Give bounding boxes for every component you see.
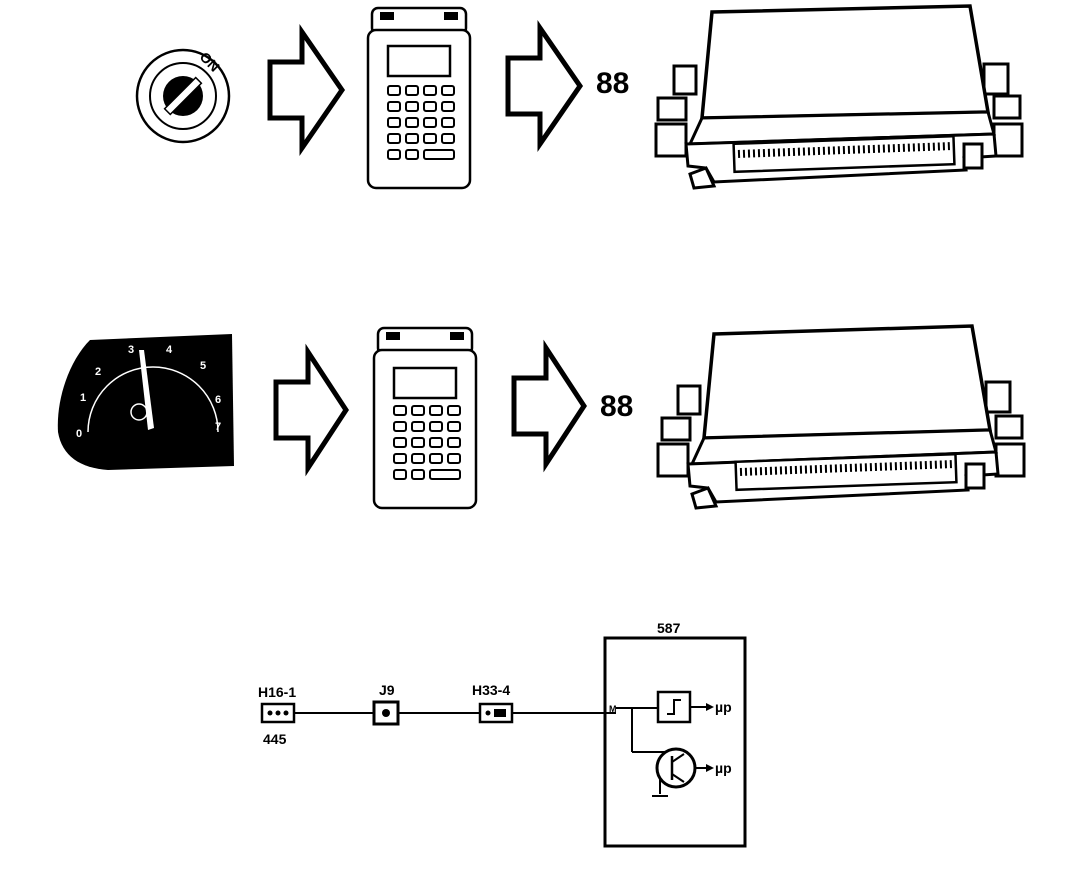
gauge-tick-5: 5 xyxy=(200,360,206,372)
microprocessor-label-2: µp xyxy=(715,760,732,776)
module-587-box xyxy=(603,636,747,848)
arrow-right-icon xyxy=(273,343,349,477)
gauge-tick-0: 0 xyxy=(76,428,82,440)
microprocessor-label-1: µp xyxy=(715,699,732,715)
scan-tool-icon xyxy=(366,6,472,190)
svg-text:M: M xyxy=(609,704,617,714)
code-readout: 88 xyxy=(596,67,629,100)
gauge-tick-3: 3 xyxy=(128,344,134,356)
tachometer-icon: 0 1 2 3 4 5 6 7 xyxy=(57,334,234,470)
ecu-module-icon xyxy=(656,324,1026,510)
gauge-tick-1: 1 xyxy=(80,392,86,404)
scan-tool-icon xyxy=(372,326,478,510)
ecu-module-icon xyxy=(654,4,1024,190)
arrow-right-icon xyxy=(505,19,584,153)
arrow-right-icon xyxy=(511,339,587,473)
code-readout: 88 xyxy=(600,390,633,423)
wiring-schematic: H16-1 445 J9 H33-4 587 M µp µp xyxy=(258,620,747,848)
circuit-number-label: 445 xyxy=(263,731,287,747)
module-587-label: 587 xyxy=(657,620,681,636)
splice-j9-label: J9 xyxy=(379,682,395,698)
ignition-key-icon: ON xyxy=(135,49,231,144)
gauge-tick-6: 6 xyxy=(215,394,221,406)
connector-h16-label: H16-1 xyxy=(258,684,296,700)
transistor-icon xyxy=(655,747,697,789)
gauge-tick-7: 7 xyxy=(215,421,221,433)
gauge-tick-4: 4 xyxy=(166,344,173,356)
connector-h33-label: H33-4 xyxy=(472,682,510,698)
gauge-tick-2: 2 xyxy=(95,366,101,378)
arrow-right-icon xyxy=(267,23,346,157)
